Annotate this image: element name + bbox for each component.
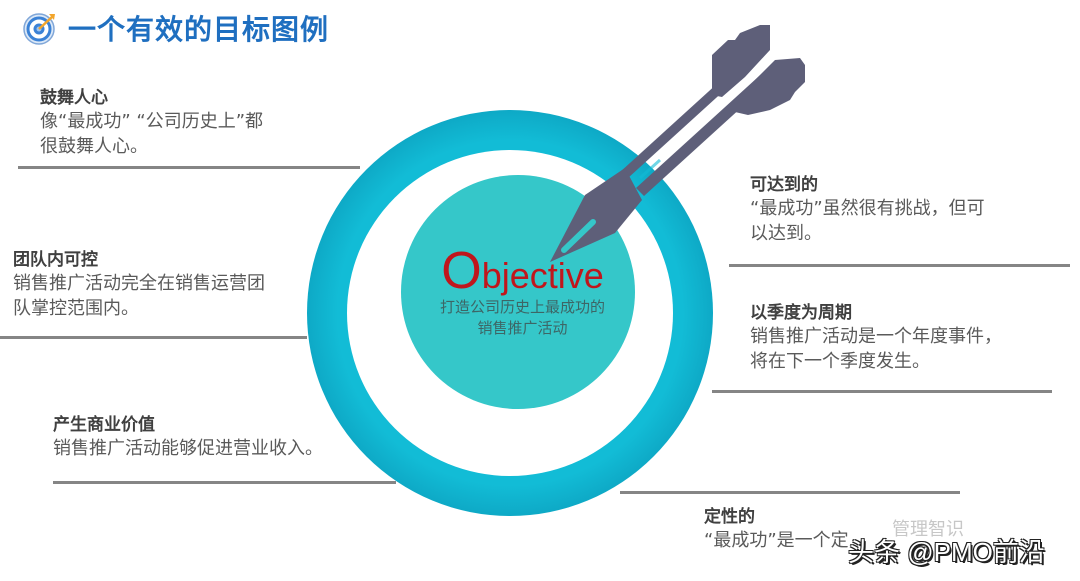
block-body: “最成功”是一个定 bbox=[704, 530, 849, 551]
divider bbox=[712, 390, 1052, 393]
block-body: “最成功”虽然很有挑战，但可 以达到。 bbox=[750, 198, 985, 244]
objective-label: Objective 打造公司历史上最成功的 销售推广活动 bbox=[400, 242, 645, 339]
objective-description: 打造公司历史上最成功的 销售推广活动 bbox=[439, 298, 605, 337]
block-body: 像“最成功” “公司历史上”都 很鼓舞人心。 bbox=[40, 111, 264, 157]
block-business-value: 产生商业价值 销售推广活动能够促进营业收入。 bbox=[53, 414, 323, 461]
block-heading: 定性的 bbox=[704, 507, 755, 527]
block-body: 销售推广活动是一个年度事件， 将在下一个季度发生。 bbox=[750, 326, 1002, 372]
block-team-controllable: 团队内可控 销售推广活动完全在销售运营团 队掌控范围内。 bbox=[13, 249, 265, 321]
target-icon bbox=[23, 13, 55, 45]
block-quarterly: 以季度为周期 销售推广活动是一个年度事件， 将在下一个季度发生。 bbox=[750, 302, 1002, 374]
header: 一个有效的目标图例 bbox=[22, 8, 329, 48]
block-heading: 以季度为周期 bbox=[750, 303, 852, 323]
divider bbox=[53, 481, 396, 484]
block-achievable: 可达到的 “最成功”虽然很有挑战，但可 以达到。 bbox=[750, 174, 985, 246]
divider bbox=[729, 264, 1070, 267]
block-qualitative: 定性的 “最成功”是一个定 bbox=[704, 506, 849, 553]
block-heading: 鼓舞人心 bbox=[40, 88, 108, 108]
divider bbox=[620, 491, 960, 494]
block-heading: 团队内可控 bbox=[13, 250, 98, 270]
toutiao-watermark: 头条 @PMO前沿 bbox=[848, 537, 1045, 567]
divider bbox=[18, 166, 360, 169]
block-body: 销售推广活动能够促进营业收入。 bbox=[53, 438, 323, 459]
dart-arrow-icon bbox=[550, 25, 805, 262]
wechat-watermark: 管理智识 bbox=[892, 519, 964, 540]
divider bbox=[0, 336, 307, 339]
block-inspiring: 鼓舞人心 像“最成功” “公司历史上”都 很鼓舞人心。 bbox=[40, 87, 263, 159]
block-heading: 产生商业价值 bbox=[53, 415, 155, 435]
objective-title: Objective bbox=[441, 242, 604, 300]
block-body: 销售推广活动完全在销售运营团 队掌控范围内。 bbox=[13, 273, 265, 319]
page-title: 一个有效的目标图例 bbox=[68, 13, 330, 46]
block-heading: 可达到的 bbox=[750, 175, 818, 195]
